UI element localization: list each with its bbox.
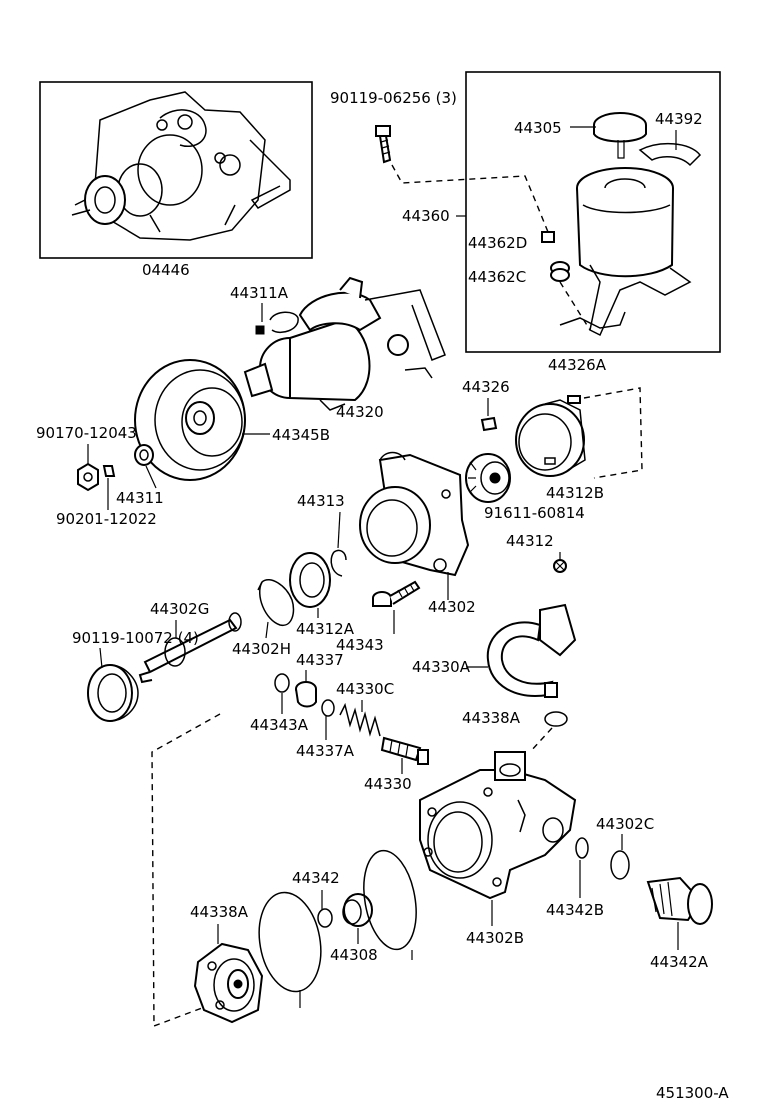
bolt-90119-10072 [372, 580, 421, 607]
gasket-kit-box [39, 81, 313, 259]
label-44342B: 44308 [330, 946, 378, 964]
front-housing-44302 [359, 451, 470, 577]
label-44304: 44302B [466, 929, 524, 947]
bolt-90119-06256 [375, 125, 392, 164]
label-44302: 44302 [428, 598, 476, 616]
plug-44343 [295, 681, 317, 708]
label-44330: 44330 [364, 775, 412, 793]
label-44338A-top: 44302C [596, 815, 654, 833]
label-44320: 44320 [336, 403, 384, 421]
label-44337: 44330A [412, 658, 471, 676]
label-44312B: 44313 [297, 492, 345, 510]
label-44343: 44337 [296, 651, 344, 669]
pump-assembly-44320 [243, 276, 446, 411]
label-44345B: 44326 [462, 378, 510, 396]
label-44343A: 44337A [296, 742, 355, 760]
label-44360: 44360 [402, 207, 450, 225]
o-ring-44302C [317, 908, 333, 928]
label-44311: 44345B [272, 426, 330, 444]
key-94511-01200 [102, 465, 116, 477]
o-ring-44338A-large [610, 850, 630, 880]
plug-44342B [342, 893, 373, 927]
o-ring-44343A [321, 699, 335, 717]
label-44362D: 44362D [468, 234, 527, 252]
label-90201-12022: 44311 [116, 489, 164, 507]
label-44305: 44305 [514, 119, 562, 137]
label-90170-12043: 90170-12043 [36, 424, 137, 442]
rear-housing-44304 [419, 751, 577, 900]
label-44308: 44342A [650, 953, 709, 971]
o-ring-44330C [274, 673, 290, 693]
label-44302H: 44302H [232, 640, 291, 658]
label-44392: 44392 [655, 110, 703, 128]
nut-90170-12043 [77, 462, 99, 492]
label-44302C: 44342 [292, 869, 340, 887]
union-44308 [646, 876, 713, 925]
spring-44330A [339, 702, 381, 737]
label-44313: 91611-60814 [484, 504, 585, 522]
bearing-44312A [289, 552, 331, 608]
label-90119-10072: 44343 [336, 636, 384, 654]
reservoir-box [465, 71, 721, 353]
label-44330C: 44343A [250, 716, 309, 734]
hose-44337 [486, 603, 577, 727]
label-44312A: 44312A [296, 620, 355, 638]
pulley-44311 [134, 359, 246, 481]
label-44302G: 90119-10072 (4) [72, 629, 199, 647]
label-44338A-bottom: 44342B [546, 901, 604, 919]
label-44362C: 44362C [468, 268, 526, 286]
drawing-number: 451300-A [656, 1084, 729, 1102]
label-44312: 44302G [150, 600, 209, 618]
label-91611-60814: 44312 [506, 532, 554, 550]
label-44326A: 44326A [548, 356, 607, 374]
label-44330A: 44330C [336, 680, 394, 698]
label-90119-06256: 90119-06256 (3) [330, 89, 457, 107]
label-44311A: 44311A [230, 284, 289, 302]
rotor-44313 [465, 453, 511, 503]
label-04446: 04446 [142, 261, 190, 279]
label-94511-01200: 90201-12022 [56, 510, 157, 528]
plug-91611-60814 [553, 559, 567, 573]
cam-ring-44326 [515, 399, 586, 477]
shaft-44312 [138, 612, 242, 684]
gasket-44342A [258, 891, 322, 993]
part-44345B [480, 416, 498, 432]
o-ring-44338A-small [575, 837, 589, 859]
label-44337A: 44338A [462, 709, 521, 727]
end-plate-44342 [193, 942, 264, 1024]
seal-44302G [87, 664, 139, 722]
valve-44330 [380, 736, 429, 765]
label-44342: 44338A [190, 903, 249, 921]
gasket-44302B [363, 849, 417, 951]
label-44326: 44312B [546, 484, 604, 502]
snap-ring-44302H [257, 579, 295, 627]
washer-90201-12022 [134, 444, 154, 466]
